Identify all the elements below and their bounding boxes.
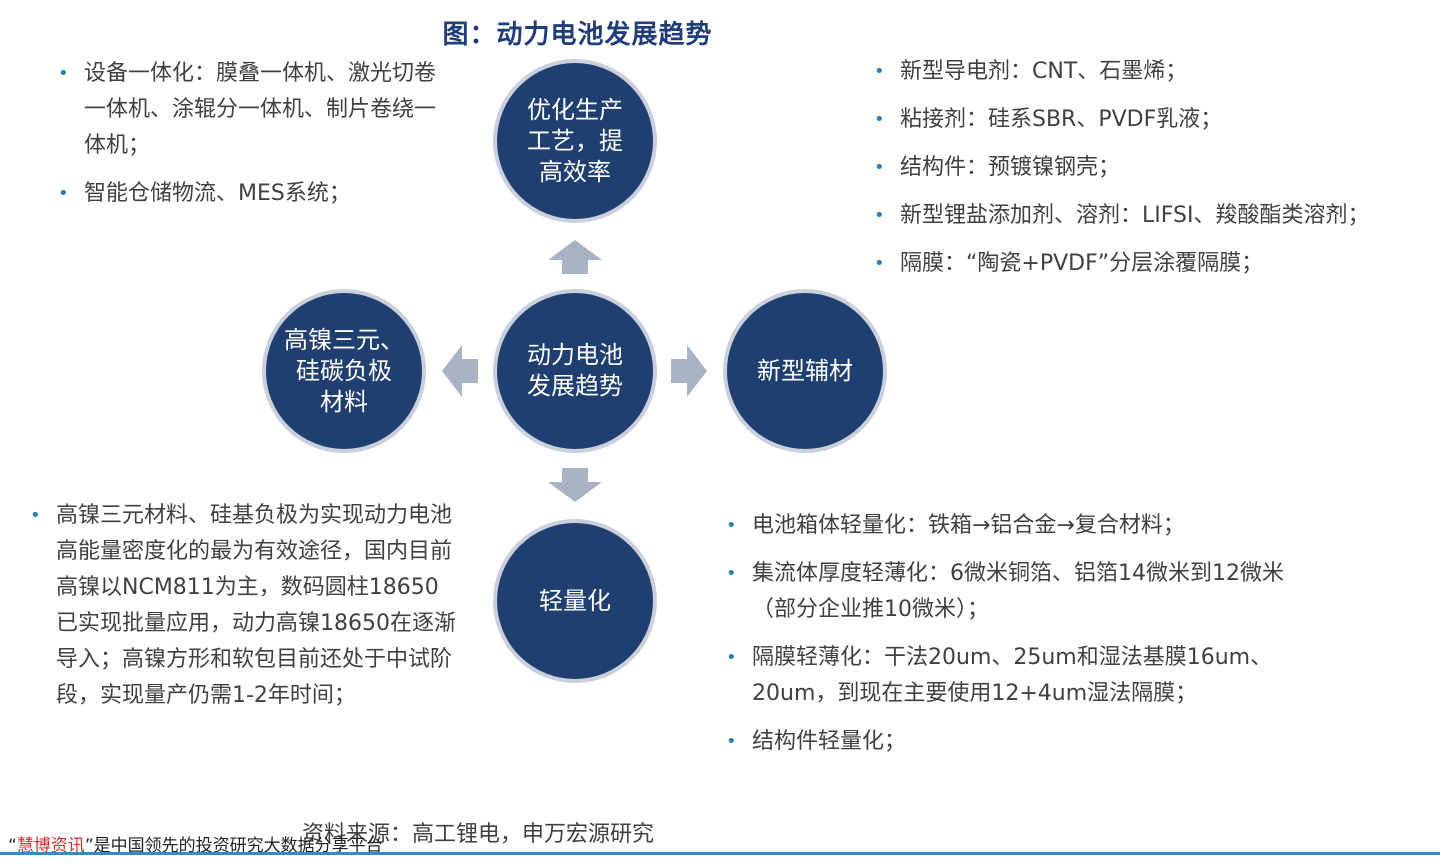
- list-item: 新型锂盐添加剂、溶剂：LIFSI、羧酸酯类溶剂；: [872, 198, 1432, 234]
- list-item: 集流体厚度轻薄化：6微米铜箔、铝箔14微米到12微米（部分企业推10微米）；: [724, 556, 1284, 628]
- list-item: 隔膜轻薄化：干法20um、25um和湿法基膜16um、20um，到现在主要使用1…: [724, 640, 1284, 712]
- footer-rest: ”是中国领先的投资研究大数据分享平台: [84, 836, 383, 856]
- footer-brand: 慧博资讯: [16, 836, 85, 856]
- list-item: 隔膜：“陶瓷+PVDF”分层涂覆隔膜；: [872, 246, 1432, 282]
- node-bottom: 轻量化: [493, 519, 657, 683]
- arrow-left-icon: [442, 345, 478, 397]
- footer-divider: [0, 852, 1440, 855]
- node-bottom-label: 轻量化: [539, 586, 611, 615]
- list-item: 结构件轻量化；: [724, 724, 1284, 760]
- arrow-right-icon: [671, 345, 707, 397]
- footer-note: “慧博资讯”是中国领先的投资研究大数据分享平台: [8, 831, 383, 856]
- node-center-label: 动力电池 发展趋势: [527, 341, 623, 400]
- list-item: 高镍三元材料、硅基负极为实现动力电池高能量密度化的最为有效途径，国内目前高镍以N…: [28, 498, 458, 714]
- arrow-down-icon: [548, 468, 602, 502]
- arrow-up-icon: [548, 240, 602, 274]
- node-right: 新型辅材: [723, 289, 887, 453]
- left-bullet-list: 高镍三元材料、硅基负极为实现动力电池高能量密度化的最为有效途径，国内目前高镍以N…: [28, 498, 458, 726]
- node-center: 动力电池 发展趋势: [493, 289, 657, 453]
- node-left: 高镍三元、 硅碳负极 材料: [262, 289, 426, 453]
- list-item: 智能仓储物流、MES系统；: [56, 176, 436, 212]
- footer-open-quote: “: [8, 836, 17, 856]
- right-bullet-list: 新型导电剂：CNT、石墨烯； 粘接剂：硅系SBR、PVDF乳液； 结构件：预镀镍…: [872, 54, 1432, 294]
- list-item: 新型导电剂：CNT、石墨烯；: [872, 54, 1432, 90]
- top-bullet-list: 设备一体化：膜叠一体机、激光切卷一体机、涂辊分一体机、制片卷绕一体机； 智能仓储…: [56, 56, 436, 224]
- page-title: 图：动力电池发展趋势: [442, 20, 713, 50]
- list-item: 设备一体化：膜叠一体机、激光切卷一体机、涂辊分一体机、制片卷绕一体机；: [56, 56, 436, 164]
- bottom-bullet-list: 电池箱体轻量化：铁箱→铝合金→复合材料； 集流体厚度轻薄化：6微米铜箔、铝箔14…: [724, 508, 1284, 772]
- node-top-label: 优化生产 工艺，提 高效率: [527, 95, 623, 186]
- node-right-label: 新型辅材: [757, 356, 853, 385]
- source-note: 资料来源：高工锂电，申万宏源研究: [302, 822, 655, 847]
- list-item: 粘接剂：硅系SBR、PVDF乳液；: [872, 102, 1432, 138]
- list-item: 结构件：预镀镍钢壳；: [872, 150, 1432, 186]
- list-item: 电池箱体轻量化：铁箱→铝合金→复合材料；: [724, 508, 1284, 544]
- node-top: 优化生产 工艺，提 高效率: [493, 59, 657, 223]
- node-left-label: 高镍三元、 硅碳负极 材料: [284, 325, 404, 416]
